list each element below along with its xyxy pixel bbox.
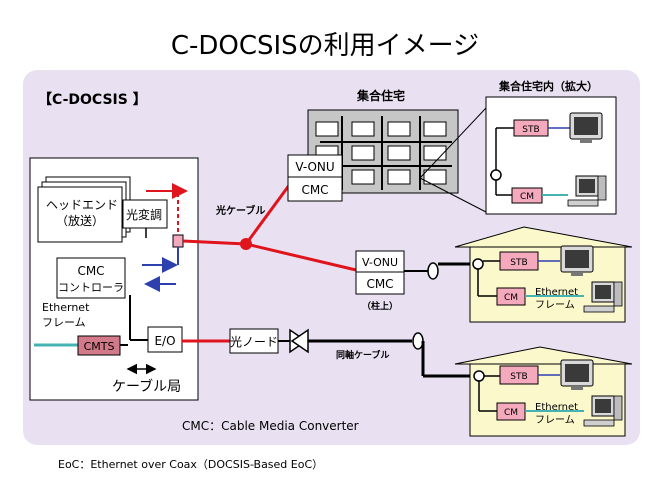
cmts-label: CMTS [84, 340, 115, 353]
apartment-vonu-label: V-ONU [295, 160, 334, 174]
fiber-cable-label: 光ケーブル [215, 204, 265, 217]
detail-cm-label: CM [520, 192, 534, 202]
page-title: C-DOCSISの利用イメージ [171, 31, 479, 61]
headend-box [37, 186, 123, 243]
pole-caption: （柱上） [362, 300, 398, 312]
callout-line-top [419, 107, 487, 179]
pole-vonu-label: V-ONU [362, 256, 398, 269]
cmc-controller-sub-label: コントローラ [58, 281, 124, 294]
optical-node-box [229, 328, 279, 354]
pole-cmc-label: CMC [366, 277, 393, 291]
apartment-cmc-box [287, 176, 343, 202]
fiber-to-pole [245, 242, 357, 272]
cable-station-label: ケーブル局 [112, 378, 181, 395]
fiber-trunk [182, 239, 247, 246]
house1-tv-icon [560, 245, 594, 277]
apartment-cmc-label: CMC [301, 183, 328, 197]
detail-title: 集合住宅内（拡大） [498, 79, 598, 93]
detail-tv-icon [569, 112, 603, 144]
apartment-windows [315, 121, 447, 185]
optical-modulator-label: 光変調 [126, 207, 162, 222]
house2-eth-sub-label: フレーム [535, 414, 575, 426]
house2-eth-label: Ethernet [535, 402, 578, 413]
cmc-controller-box [56, 257, 126, 299]
house1-cm-label: CM [504, 293, 518, 303]
fiber-to-apartment [244, 183, 292, 245]
house2-splitter [473, 370, 485, 382]
ethernet-frame-left-sub-label: フレーム [42, 316, 86, 329]
house1-stb-label: STB [510, 258, 527, 268]
pole-cmc-box [355, 271, 405, 295]
detail-splitter [490, 169, 502, 181]
headend-sub-label: （放送） [56, 213, 104, 228]
detail-stb-label: STB [522, 125, 539, 135]
eo-box [147, 326, 183, 353]
house1-eth-sub-label: フレーム [535, 299, 575, 311]
house2-cm-label: CM [504, 408, 518, 418]
optical-modulator-box [122, 199, 168, 229]
house1-eth-label: Ethernet [535, 287, 578, 298]
callout-line-bottom [419, 177, 487, 213]
house1-splitter [472, 258, 484, 270]
eo-label: E/O [154, 334, 175, 348]
cmc-controller-label: CMC [77, 264, 104, 278]
footnote: EoC：Ethernet over Coax（DOCSIS-Based EoC） [58, 458, 323, 471]
cmc-definition: CMC：Cable Media Converter [182, 419, 359, 433]
pole-tap [427, 262, 439, 280]
headend-label: ヘッドエンド [46, 198, 118, 212]
house2-tv-icon [560, 359, 594, 391]
coax-cable-label: 同軸ケーブル [336, 349, 389, 361]
apartment-title: 集合住宅 [356, 88, 405, 103]
optical-node-label: 光ノード [230, 335, 278, 349]
ethernet-frame-left-label: Ethernet [42, 301, 90, 314]
fiber-split-point [240, 238, 252, 250]
panel-label: 【C-DOCSIS 】 [38, 92, 147, 108]
optical-combiner [172, 234, 184, 248]
house2-stb-label: STB [510, 372, 527, 382]
